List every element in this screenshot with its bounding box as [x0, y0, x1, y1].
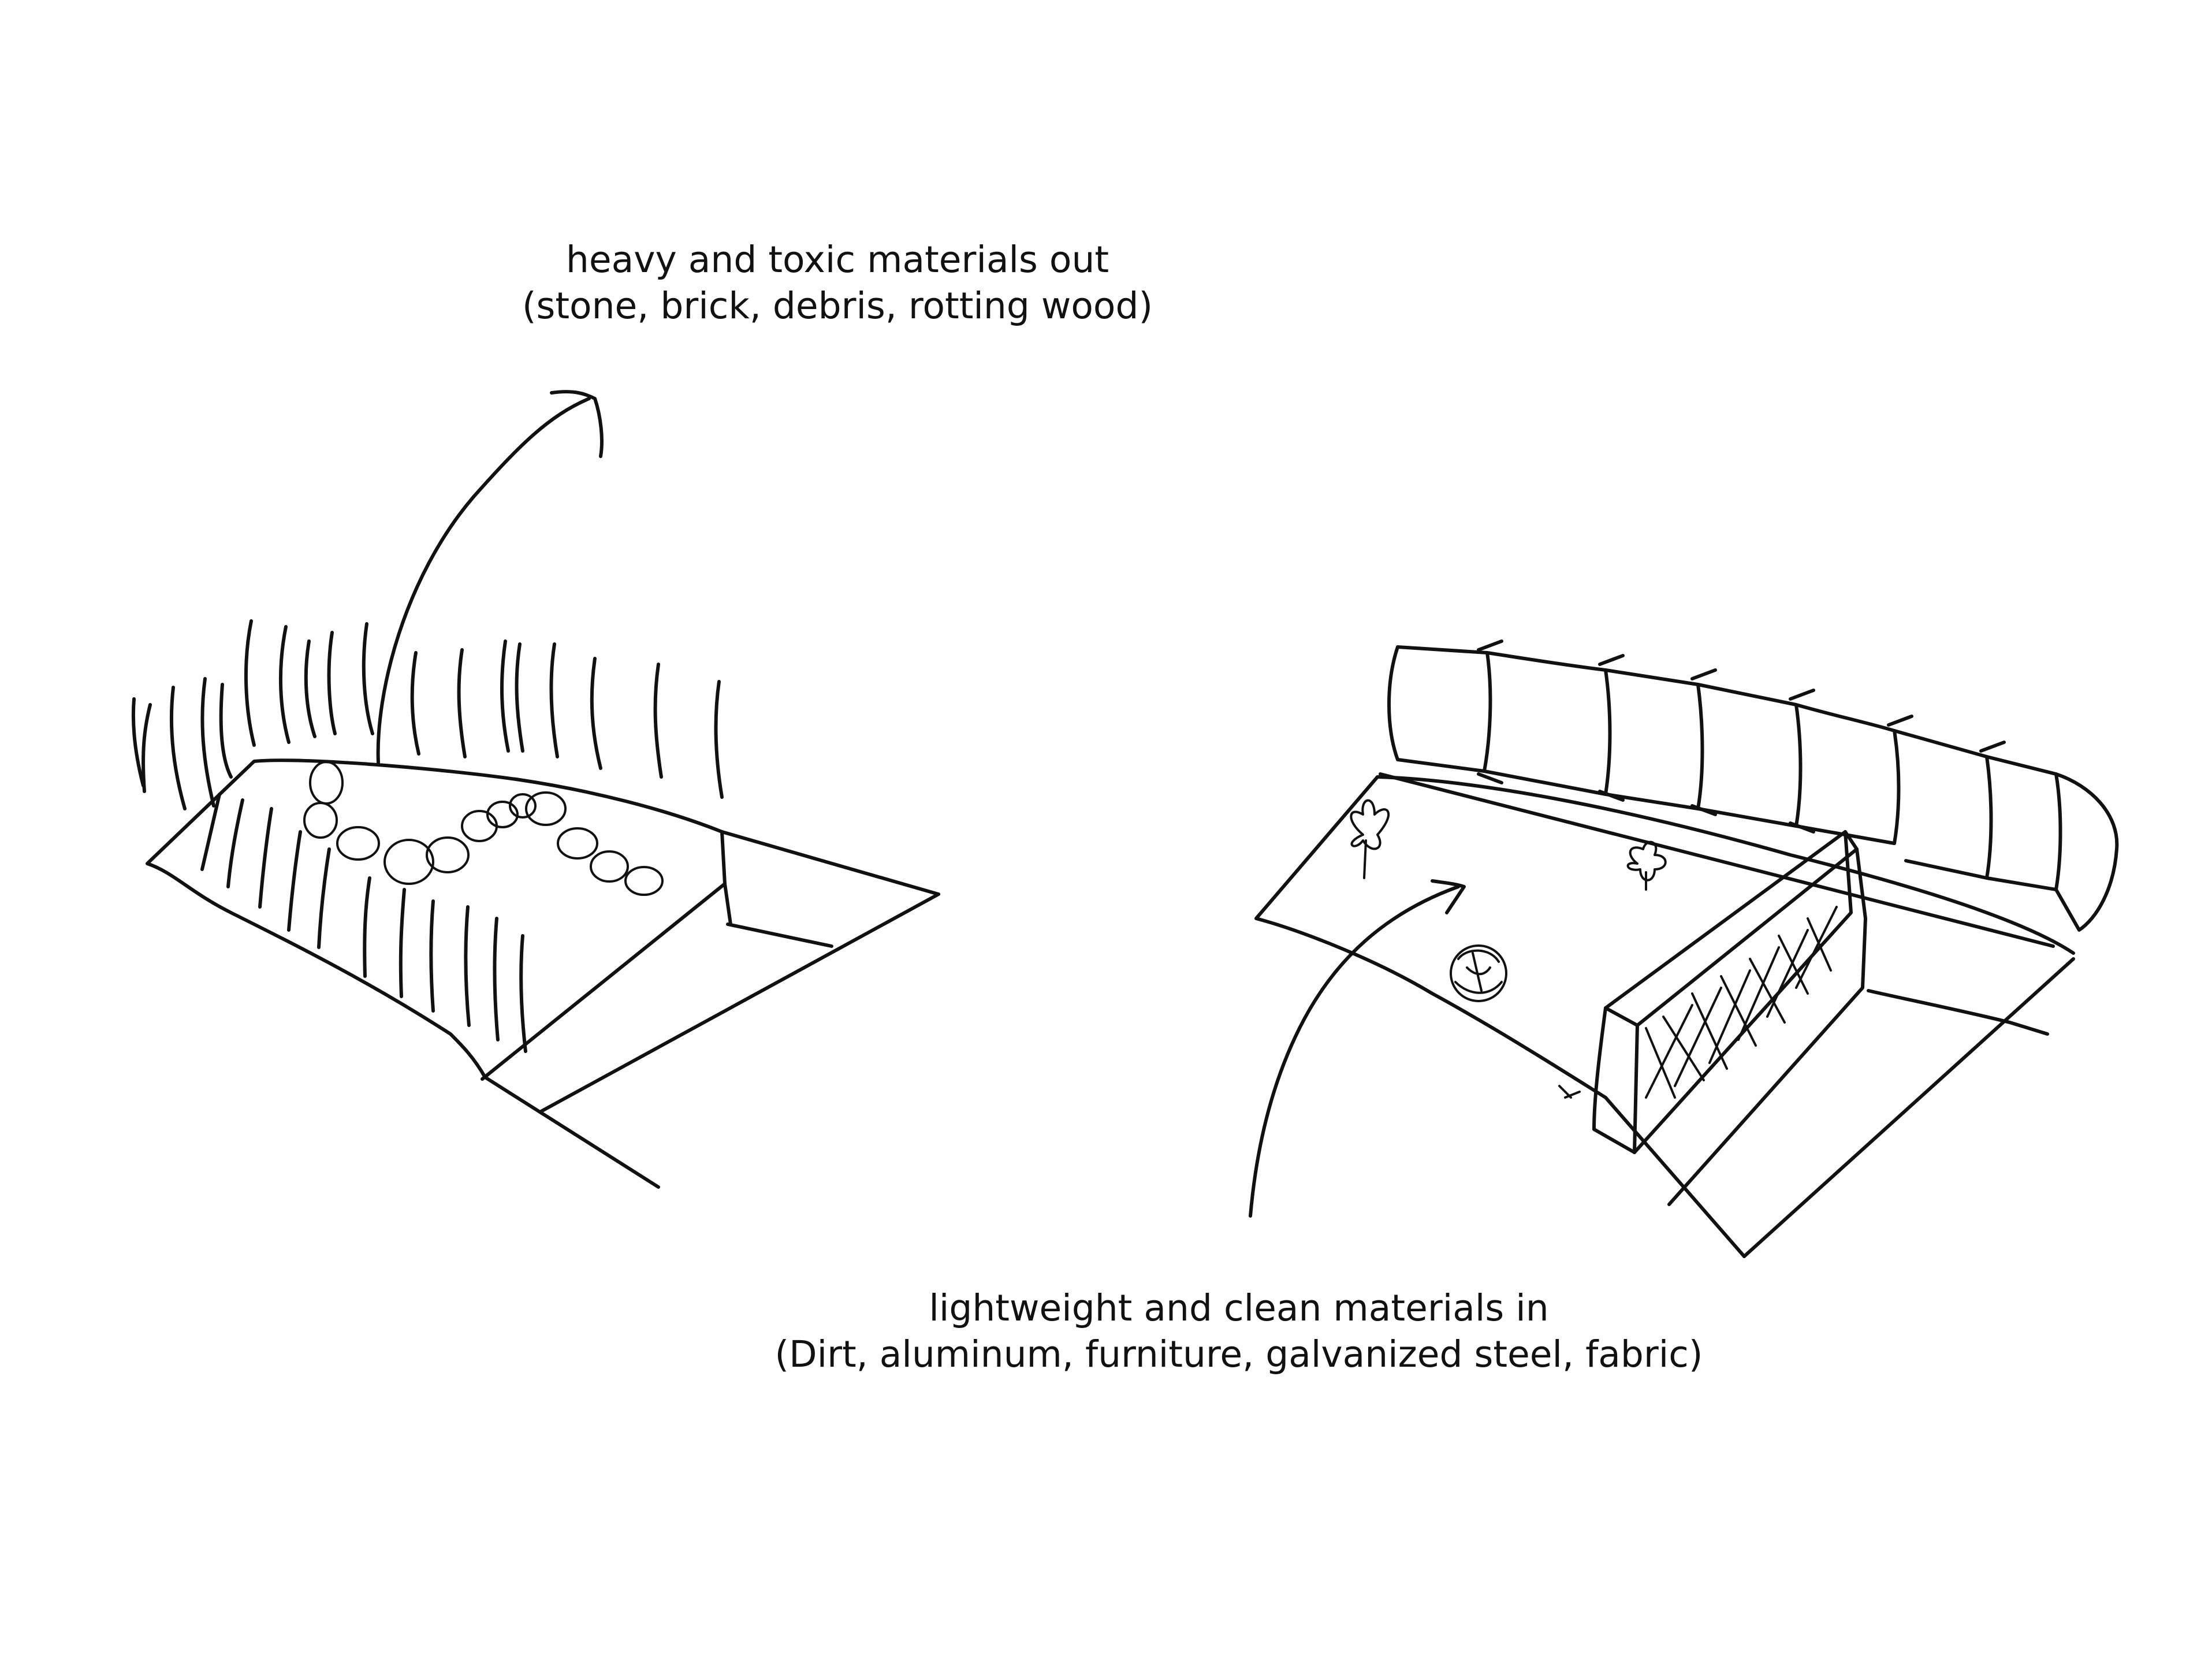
left-street-line-2 [538, 892, 940, 1114]
left-lot-sketch [131, 390, 940, 1189]
caption-in-line-1: lightweight and clean materials in [929, 1287, 1549, 1329]
caption-materials-out: heavy and toxic materials out (stone, br… [497, 237, 1178, 329]
in-arrow-shaft [1249, 885, 1460, 1218]
right-fabric-bags [1387, 639, 2119, 932]
left-debris-stones [303, 761, 664, 896]
right-street-line-1 [1667, 917, 1867, 1206]
in-arrow-head [1431, 879, 1466, 914]
caption-out-line-1: heavy and toxic materials out [565, 239, 1109, 281]
right-curb-line [1867, 989, 2049, 1036]
out-arrow-shaft [376, 397, 591, 764]
right-plants [1350, 799, 1667, 1002]
right-ground-outline [1254, 775, 2075, 1258]
left-street-line-1 [481, 830, 727, 1081]
left-curb-front [723, 882, 732, 926]
right-back-edge [1379, 772, 2055, 948]
left-fence-strokes [131, 619, 724, 1053]
right-steel-planter [1558, 830, 1867, 1154]
left-ground-outline [146, 758, 940, 1189]
caption-out-line-2: (stone, brick, debris, rotting wood) [522, 285, 1153, 327]
right-street-line-2 [1742, 957, 2075, 1258]
out-arrow-head [550, 390, 604, 458]
caption-in-line-2: (Dirt, aluminum, furniture, galvanized s… [774, 1333, 1703, 1375]
caption-materials-in: lightweight and clean materials in (Dirt… [733, 1285, 1744, 1378]
right-lot-sketch [1249, 639, 2119, 1258]
left-curb-line [726, 923, 833, 948]
